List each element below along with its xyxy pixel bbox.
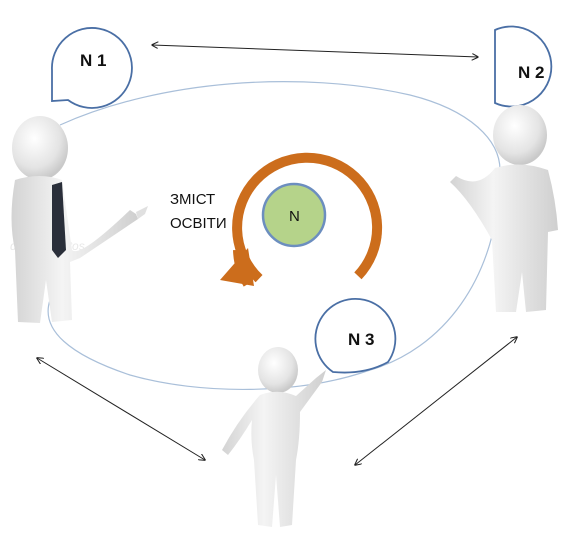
content-label-line1: ЗМІСТ — [170, 191, 215, 208]
person-figure-2 — [450, 105, 558, 312]
arrow-n1-n3 — [37, 358, 205, 460]
cycle-arrow-head — [220, 248, 254, 286]
bubble-n2-label: N 2 — [518, 63, 544, 82]
bubble-n3: N 3 — [314, 297, 397, 374]
bubble-n2: N 2 — [494, 25, 553, 108]
person-figure-1 — [11, 116, 148, 323]
arrow-n2-n3 — [355, 337, 517, 465]
bubble-n1-label: N 1 — [80, 51, 106, 70]
arrow-n1-n2 — [152, 45, 478, 57]
content-label-line2: ОСВІТИ — [170, 215, 227, 232]
person-figure-3 — [222, 347, 326, 527]
bubble-n3-label: N 3 — [348, 330, 374, 349]
core-circle: N — [261, 182, 327, 248]
bubble-n1: N 1 — [51, 27, 133, 109]
cycle-arrow — [220, 152, 383, 287]
core-label: N — [289, 208, 300, 225]
